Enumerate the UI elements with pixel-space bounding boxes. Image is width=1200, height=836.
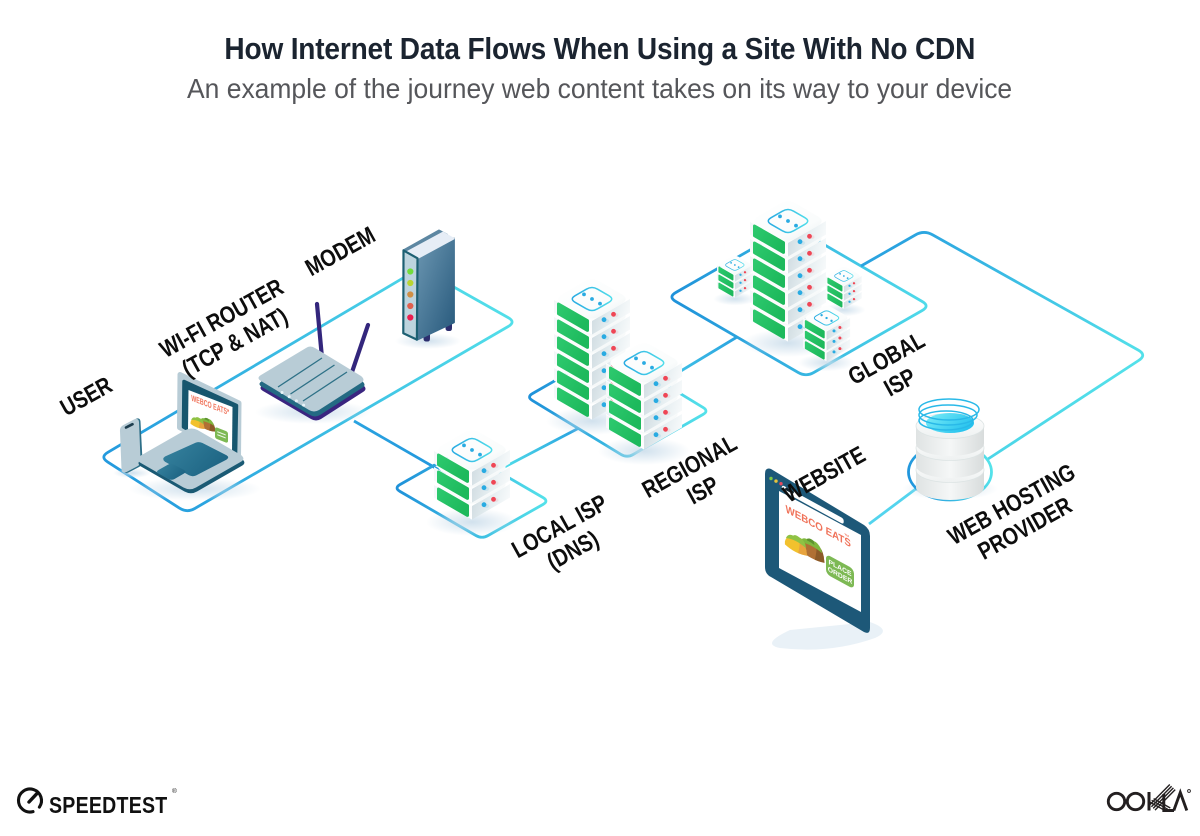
svg-text:USER: USER (56, 371, 117, 421)
svg-text:MODEM: MODEM (300, 221, 379, 281)
svg-text:SPEEDTEST: SPEEDTEST (49, 793, 167, 819)
svg-text:®: ® (172, 787, 177, 795)
svg-text:™: ™ (844, 532, 849, 542)
svg-text:WEBSITE: WEBSITE (778, 440, 870, 507)
